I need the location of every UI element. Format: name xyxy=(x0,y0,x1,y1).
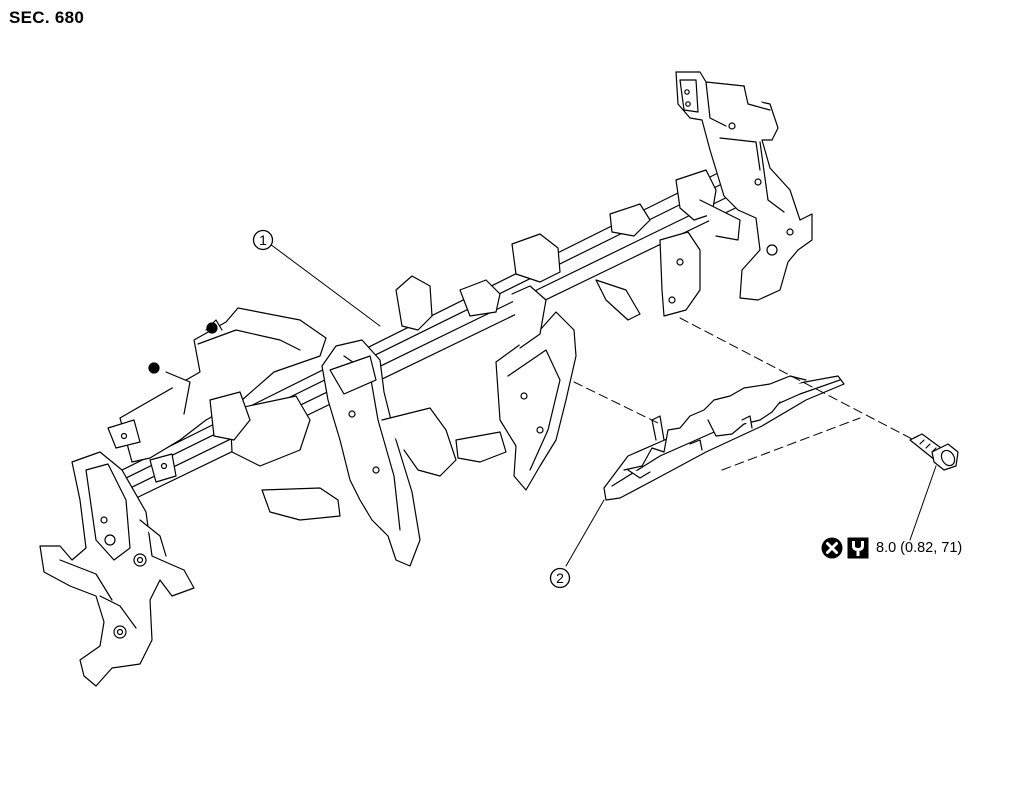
alignment-lines xyxy=(573,317,915,471)
bolt xyxy=(909,433,959,471)
right-end-bracket xyxy=(675,71,813,301)
torque-value: 8.0 (0.82, 71) xyxy=(876,540,963,556)
left-frame xyxy=(107,307,327,463)
torque-wrench-icon xyxy=(847,537,869,559)
left-end-bracket xyxy=(39,451,195,687)
center-stay-right xyxy=(455,285,577,491)
leader-lines xyxy=(269,243,937,567)
tube-brackets xyxy=(149,169,741,483)
callout-2: 2 xyxy=(549,567,571,589)
section-label: SEC. 680 xyxy=(9,8,85,27)
torque-spec: 8.0 (0.82, 71) xyxy=(821,537,962,559)
part-2-bracket xyxy=(603,375,845,501)
callout-2-label: 2 xyxy=(556,570,564,586)
callout-1: 1 xyxy=(252,229,274,251)
do-not-reuse-icon xyxy=(821,537,843,559)
center-stay-left xyxy=(229,339,457,567)
callout-1-label: 1 xyxy=(259,232,267,248)
